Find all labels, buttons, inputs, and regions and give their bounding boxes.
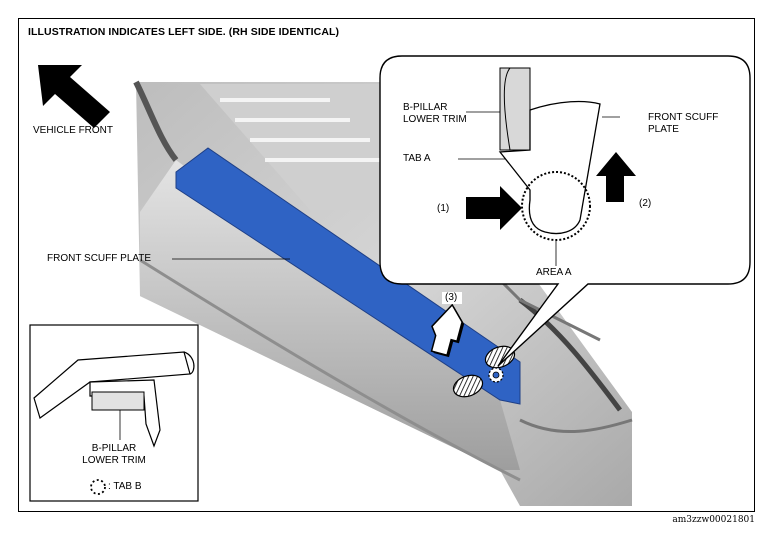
detail-a-callout xyxy=(379,55,751,367)
lift-arrow-3 xyxy=(430,303,465,358)
step-2-label: (2) xyxy=(639,198,652,209)
detail-b-b-pillar-label-line1: B-PILLAR xyxy=(91,443,137,454)
detail-a-front-scuff-label-line2: PLATE xyxy=(648,124,679,135)
detail-a-b-pillar-label-line2: LOWER TRIM xyxy=(403,114,467,125)
push-arrow-1 xyxy=(466,186,522,230)
area-a-label: AREA A xyxy=(536,267,572,278)
step-3-label: (3) xyxy=(445,292,458,303)
step-1-label: (1) xyxy=(437,203,450,214)
tab-b-legend: : TAB B xyxy=(108,481,142,492)
illustration-title: ILLUSTRATION INDICATES LEFT SIDE. (RH SI… xyxy=(28,26,340,38)
detail-a-front-scuff-label-line1: FRONT SCUFF xyxy=(648,112,719,123)
detail-a-b-pillar-label-line1: B-PILLAR xyxy=(403,102,448,113)
hatched-tab-lower xyxy=(452,374,484,398)
detail-b-b-pillar-label-line2: LOWER TRIM xyxy=(82,455,146,466)
vehicle-front-arrow xyxy=(38,65,110,128)
detail-b-inset xyxy=(29,324,199,502)
tab-a-label: TAB A xyxy=(403,153,431,164)
front-scuff-plate-label: FRONT SCUFF PLATE xyxy=(47,253,152,264)
image-id: am3zzw00021801 xyxy=(672,515,755,525)
vehicle-front-label: VEHICLE FRONT xyxy=(33,125,114,136)
